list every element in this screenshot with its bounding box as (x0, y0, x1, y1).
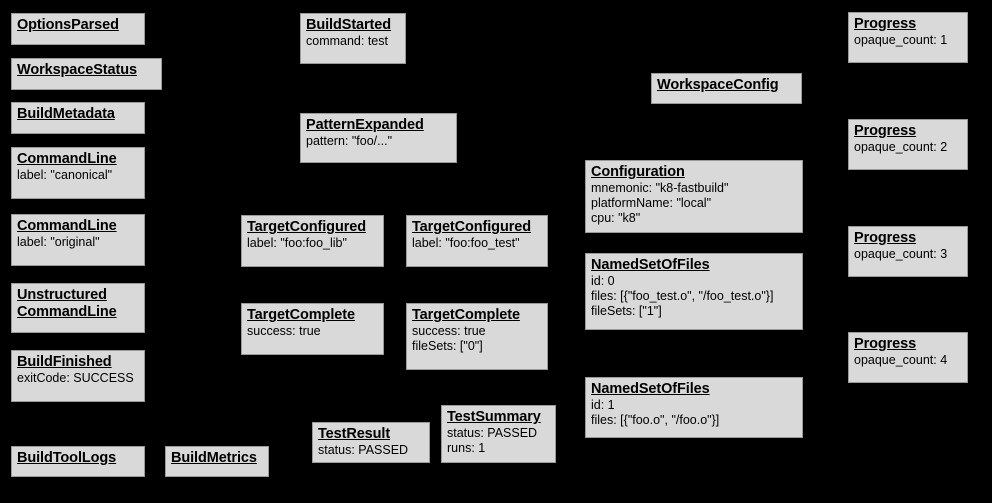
node-build-metrics[interactable]: BuildMetrics (165, 446, 269, 477)
node-title: BuildToolLogs (17, 450, 117, 466)
node-field: files: [{"foo.o", "/foo.o"}] (591, 413, 720, 427)
node-title: Progress (854, 230, 917, 246)
node-title: TestSummary (447, 409, 541, 425)
node-title: WorkspaceConfig (657, 77, 779, 93)
node-title: Configuration (591, 164, 685, 180)
node-field: exitCode: SUCCESS (17, 371, 134, 385)
node-title: Progress (854, 336, 917, 352)
node-title: TestResult (318, 426, 391, 442)
node-field: opaque_count: 1 (854, 33, 948, 47)
node-title: BuildStarted (306, 17, 392, 33)
node-title: Unstructured CommandLine (17, 287, 117, 320)
node-title: TargetComplete (247, 307, 355, 323)
node-workspace-config[interactable]: WorkspaceConfig (651, 73, 802, 104)
node-field: cpu: "k8" (591, 211, 641, 225)
node-field: fileSets: ["0"] (412, 339, 483, 353)
node-build-metadata[interactable]: BuildMetadata (11, 102, 145, 134)
node-title: PatternExpanded (306, 117, 424, 133)
node-title: Progress (854, 16, 917, 32)
node-options-parsed[interactable]: OptionsParsed (11, 13, 145, 45)
node-title: TargetConfigured (247, 219, 366, 235)
node-title: NamedSetOfFiles (591, 381, 710, 397)
node-field: label: "canonical" (17, 168, 113, 182)
node-field: opaque_count: 2 (854, 140, 948, 154)
node-field: success: true (412, 324, 486, 338)
node-field: success: true (247, 324, 321, 338)
node-field: command: test (306, 34, 388, 48)
node-field: label: "foo:foo_test" (412, 236, 520, 250)
node-field: label: "original" (17, 235, 100, 249)
node-title: TargetConfigured (412, 219, 531, 235)
node-title: NamedSetOfFiles (591, 257, 710, 273)
node-field: pattern: "foo/..." (306, 134, 393, 148)
node-field: fileSets: ["1"] (591, 304, 662, 318)
node-title: BuildMetrics (171, 450, 257, 466)
node-workspace-status[interactable]: WorkspaceStatus (11, 58, 162, 90)
node-field: opaque_count: 3 (854, 247, 948, 261)
node-field: files: [{"foo_test.o", "/foo_test.o"}] (591, 289, 774, 303)
node-field: platformName: "local" (591, 196, 712, 210)
node-unstructured-command-line[interactable]: Unstructured CommandLine (11, 283, 145, 333)
node-field: opaque_count: 4 (854, 353, 948, 367)
node-field: id: 0 (591, 274, 615, 288)
node-field: status: PASSED (447, 426, 538, 440)
node-title: CommandLine (17, 218, 117, 234)
node-title: BuildMetadata (17, 106, 115, 122)
node-field: label: "foo:foo_lib" (247, 236, 347, 250)
node-field: runs: 1 (447, 441, 486, 455)
node-title: BuildFinished (17, 354, 112, 370)
node-field: mnemonic: "k8-fastbuild" (591, 181, 729, 195)
node-field: id: 1 (591, 398, 615, 412)
node-build-tool-logs[interactable]: BuildToolLogs (11, 446, 145, 477)
node-title: TargetComplete (412, 307, 520, 323)
node-title: CommandLine (17, 151, 117, 167)
node-title: Progress (854, 123, 917, 139)
node-field: status: PASSED (318, 443, 409, 457)
node-title: OptionsParsed (17, 17, 119, 33)
node-title: WorkspaceStatus (17, 62, 137, 78)
